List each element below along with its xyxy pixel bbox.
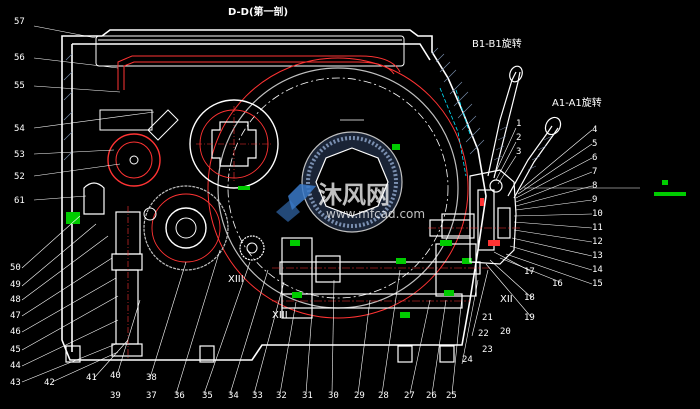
callout-label: 41 bbox=[86, 373, 97, 383]
view-title: D-D(第一剖) bbox=[228, 5, 288, 18]
housing-feet bbox=[65, 345, 455, 363]
callout-label: 50 bbox=[10, 263, 21, 273]
left-column bbox=[66, 182, 143, 360]
callout-label: 23 bbox=[482, 345, 493, 355]
callout-label: 3 bbox=[516, 147, 521, 157]
callout-label: 45 bbox=[10, 345, 21, 355]
callout-label: 13 bbox=[592, 251, 603, 261]
callout-label: 6 bbox=[592, 153, 597, 163]
callout-label: 22 bbox=[478, 329, 489, 339]
lower-left-gear bbox=[143, 185, 229, 271]
bottom-callouts: 41 40 39 38 37 36 35 34 33 32 31 30 29 2… bbox=[86, 355, 473, 401]
horizontal-shafts bbox=[272, 213, 490, 319]
callout-label: 14 bbox=[592, 265, 603, 275]
bottom-leader-lines bbox=[93, 249, 489, 395]
clutch-red-marks bbox=[480, 198, 500, 246]
callout-label: 34 bbox=[228, 391, 239, 401]
callout-label: 39 bbox=[110, 391, 121, 401]
right-callouts: 1 2 3 4 5 6 7 8 9 10 11 12 13 14 15 16 1… bbox=[478, 119, 603, 355]
callout-label: 56 bbox=[14, 53, 25, 63]
callout-label: 52 bbox=[14, 172, 25, 182]
callout-label: 28 bbox=[378, 391, 389, 401]
callout-label: 19 bbox=[524, 313, 535, 323]
callout-label: 16 bbox=[552, 279, 563, 289]
callout-label: 15 bbox=[592, 279, 603, 289]
callout-label: 30 bbox=[328, 391, 339, 401]
callout-label: 55 bbox=[14, 81, 25, 91]
callout-label: 48 bbox=[10, 295, 21, 305]
handle-hatch bbox=[493, 125, 553, 171]
callout-label: 7 bbox=[592, 167, 597, 177]
right-leader-lines bbox=[485, 127, 640, 319]
callout-label: 24 bbox=[462, 355, 473, 365]
callout-label: 5 bbox=[592, 139, 597, 149]
watermark-logo bbox=[276, 184, 316, 222]
callout-label: 47 bbox=[10, 311, 21, 321]
callout-label: 38 bbox=[146, 373, 157, 383]
callout-label: 43 bbox=[10, 378, 21, 388]
watermark-text: 沐风网 bbox=[318, 181, 390, 209]
housing-hatch bbox=[63, 47, 485, 161]
callout-label: 10 bbox=[592, 209, 603, 219]
callout-label: 35 bbox=[202, 391, 213, 401]
callout-label: 9 bbox=[592, 195, 597, 205]
callout-label: 44 bbox=[10, 361, 21, 371]
control-handles bbox=[487, 65, 562, 199]
callout-label: 33 bbox=[252, 391, 263, 401]
section-label-a1: A1-A1旋转 bbox=[552, 96, 602, 109]
cyan-hidden-lines bbox=[439, 87, 471, 177]
callout-label: 8 bbox=[592, 181, 597, 191]
callout-label: 49 bbox=[10, 280, 21, 290]
upper-spline-shaft bbox=[189, 99, 279, 189]
callout-label: 25 bbox=[446, 391, 457, 401]
callout-label: 20 bbox=[500, 327, 511, 337]
callout-label: 29 bbox=[354, 391, 365, 401]
housing-outline bbox=[61, 29, 487, 361]
left-leader-lines bbox=[21, 25, 155, 383]
clutch-assembly bbox=[428, 169, 520, 265]
section-label-xiii-a: XIII bbox=[228, 274, 244, 285]
section-label-xiii-b: XIII bbox=[272, 310, 288, 321]
callout-label: 4 bbox=[592, 125, 597, 135]
callout-label: 42 bbox=[44, 378, 55, 388]
callout-label: 12 bbox=[592, 237, 603, 247]
callout-label: 46 bbox=[10, 327, 21, 337]
callout-label: 2 bbox=[516, 133, 521, 143]
callout-label: 61 bbox=[14, 196, 25, 206]
watermark-url: www.mfcad.com bbox=[326, 207, 425, 221]
callout-label: 40 bbox=[110, 371, 121, 381]
callout-label: 57 bbox=[14, 17, 25, 27]
callout-label: 17 bbox=[524, 267, 535, 277]
idler-gear bbox=[239, 235, 265, 261]
section-label-b1: B1-B1旋转 bbox=[472, 37, 522, 50]
callout-label: 11 bbox=[592, 223, 603, 233]
section-label-xii: XII bbox=[500, 294, 513, 305]
right-marker bbox=[654, 180, 686, 196]
left-callouts: 57 56 55 54 53 52 61 50 49 48 47 46 45 4… bbox=[10, 17, 55, 388]
callout-label: 18 bbox=[524, 293, 535, 303]
callout-label: 36 bbox=[174, 391, 185, 401]
callout-label: 54 bbox=[14, 124, 25, 134]
callout-label: 27 bbox=[404, 391, 415, 401]
callout-label: 32 bbox=[276, 391, 287, 401]
callout-label: 1 bbox=[516, 119, 521, 129]
callout-label: 21 bbox=[482, 313, 493, 323]
callout-label: 53 bbox=[14, 150, 25, 160]
callout-label: 31 bbox=[302, 391, 313, 401]
pump-gear bbox=[99, 109, 179, 187]
large-gear bbox=[207, 57, 469, 319]
callout-label: 37 bbox=[146, 391, 157, 401]
green-markers bbox=[238, 144, 472, 318]
callout-label: 26 bbox=[426, 391, 437, 401]
